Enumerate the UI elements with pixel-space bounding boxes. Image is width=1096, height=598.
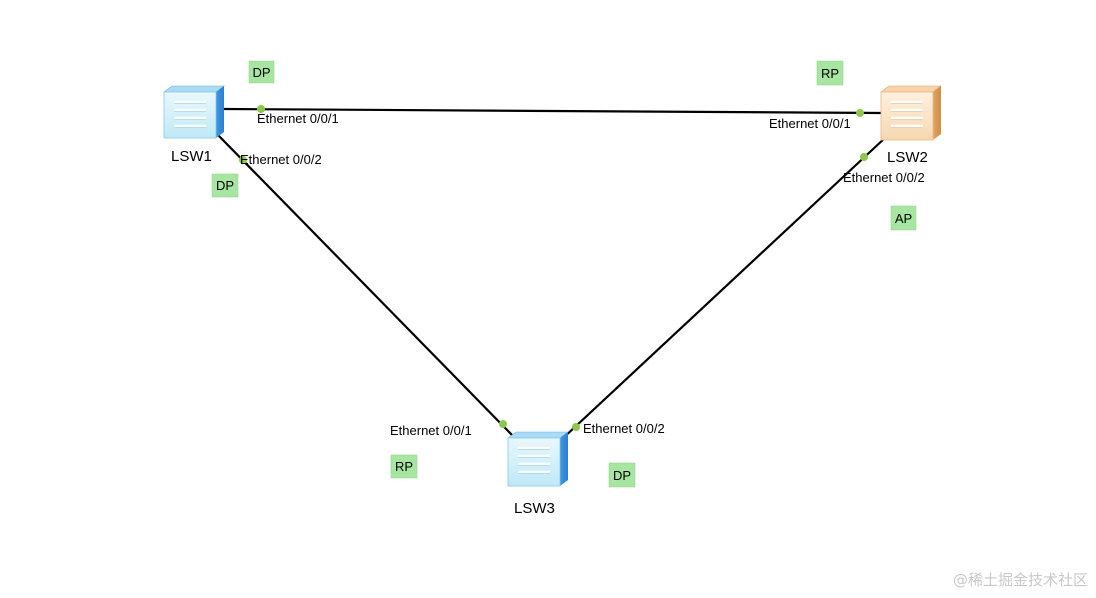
switch-icon-blue [163, 85, 225, 139]
role-text-lsw2-e2: AP [895, 211, 912, 226]
role-text-lsw2-e1: RP [821, 66, 839, 81]
role-text-lsw1-e2: DP [216, 178, 234, 193]
role-text-lsw1-e1: DP [252, 65, 270, 80]
port-dot-lsw3-e1 [499, 420, 507, 428]
switch-lsw3[interactable]: LSW3 [507, 431, 569, 517]
role-text-lsw3-e2: DP [613, 468, 631, 483]
switch-icon-orange [880, 85, 942, 141]
role-text-lsw3-e1: RP [395, 459, 413, 474]
port-dot-lsw3-e2 [572, 423, 580, 431]
switch-lsw2[interactable]: LSW2 [880, 85, 942, 166]
port-label-lsw3-e2: Ethernet 0/0/2 [583, 421, 665, 436]
port-label-lsw2-e1: Ethernet 0/0/1 [769, 116, 851, 131]
switch-lsw1[interactable]: LSW1 [163, 85, 225, 165]
role-badge-lsw1-e1: DP [248, 60, 275, 84]
port-dot-lsw1-e2 [239, 156, 247, 164]
switch-label-lsw1: LSW1 [171, 148, 212, 165]
port-dot-lsw2-e1 [856, 109, 864, 117]
switch-label-lsw3: LSW3 [514, 500, 555, 517]
role-badge-lsw2-e1: RP [816, 60, 844, 86]
port-dot-lsw1-e1 [257, 105, 265, 113]
switch-icon-blue [507, 431, 569, 487]
port-dot-lsw2-e2 [860, 153, 868, 161]
port-label-lsw3-e1: Ethernet 0/0/1 [390, 423, 472, 438]
role-badge-lsw1-e2: DP [211, 173, 239, 198]
role-badge-lsw2-e2: AP [890, 205, 917, 231]
watermark-text: @稀土掘金技术社区 [952, 571, 1088, 589]
role-badge-lsw3-e1: RP [390, 454, 418, 479]
role-badge-lsw3-e2: DP [608, 462, 636, 488]
link-lsw2-lsw3 [559, 135, 888, 442]
link-lsw1-lsw2 [222, 107, 884, 115]
port-label-lsw2-e2: Ethernet 0/0/2 [843, 170, 925, 185]
port-label-lsw1-e1: Ethernet 0/0/1 [257, 111, 339, 126]
port-label-lsw1-e2: Ethernet 0/0/2 [240, 152, 322, 167]
link-lsw1-lsw3 [216, 133, 515, 438]
switch-label-lsw2: LSW2 [887, 149, 928, 166]
